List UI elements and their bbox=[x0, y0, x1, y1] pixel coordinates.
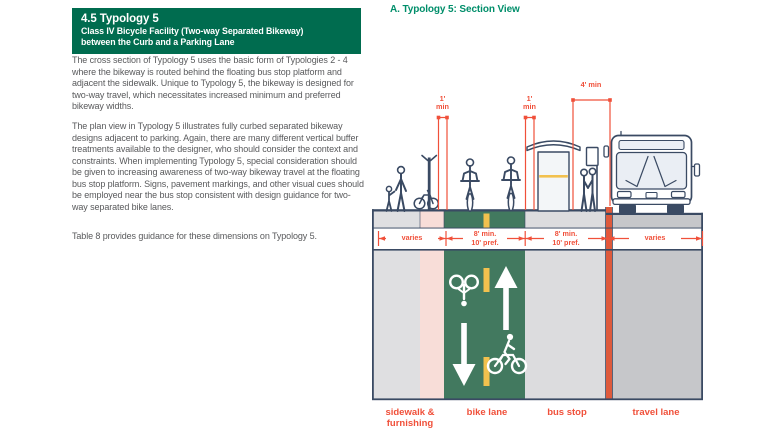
slab-outlines bbox=[372, 209, 703, 401]
width-line1: 8' min. bbox=[554, 228, 578, 238]
pedestrians-icon bbox=[385, 165, 407, 212]
section-subtitle-line1: Class IV Bicycle Facility (Two-way Separ… bbox=[81, 26, 304, 36]
figure-title: A. Typology 5: Section View bbox=[390, 4, 520, 15]
width-line2: 10' pref. bbox=[471, 237, 499, 247]
width-line1: 8' min. bbox=[473, 228, 497, 238]
width-line1: varies bbox=[401, 233, 423, 243]
waiting-passengers-icon bbox=[579, 167, 597, 212]
paragraph-3: Table 8 provides guidance for these dime… bbox=[72, 231, 317, 241]
width-label-bike-lane: 8' min. 10' pref. bbox=[463, 229, 507, 248]
zone-label-bus-stop: bus stop bbox=[547, 407, 587, 418]
zone-label-sidewalk-furnishing: sidewalk & furnishing bbox=[385, 407, 435, 429]
dimension-label-4ft: 4' min bbox=[580, 80, 602, 89]
width-label-bus-stop: 8' min. 10' pref. bbox=[544, 229, 588, 248]
dimension-label-1ft-right: 1' min bbox=[517, 94, 542, 112]
paragraph-1: The cross section of Typology 5 uses the… bbox=[72, 55, 354, 111]
dimension-unit: min bbox=[436, 102, 449, 112]
width-label-sidewalk: varies bbox=[386, 229, 438, 248]
down-arrow-icon bbox=[452, 323, 476, 386]
centerline-dashes bbox=[483, 213, 490, 386]
dimension-unit: min bbox=[523, 102, 536, 112]
width-line1: varies bbox=[644, 233, 666, 243]
cyclist-icon bbox=[460, 158, 480, 213]
two-way-bike-markings bbox=[449, 266, 528, 386]
bike-symbol-front-icon bbox=[449, 274, 480, 307]
bike-repair-station-icon bbox=[413, 154, 440, 211]
curb bbox=[605, 207, 613, 400]
zone-label-bike-lane: bike lane bbox=[466, 407, 508, 418]
section-header: 4.5 Typology 5 Class IV Bicycle Facility… bbox=[72, 8, 361, 54]
bus-shelter-icon bbox=[526, 140, 581, 212]
dimension-value: 1' bbox=[526, 94, 533, 103]
section-title: 4.5 Typology 5 bbox=[81, 13, 159, 25]
zone-label-travel-lane: travel lane bbox=[632, 407, 680, 418]
width-label-travel-lane: varies bbox=[629, 229, 681, 248]
width-line2: 10' pref. bbox=[552, 237, 580, 247]
bus-stop-sign-icon bbox=[585, 146, 599, 211]
paragraph-2: The plan view in Typology 5 illustrates … bbox=[72, 121, 364, 212]
section-subtitle-line2: between the Curb and a Parking Lane bbox=[81, 36, 235, 47]
dimension-arrows bbox=[379, 236, 702, 241]
bus-icon bbox=[603, 130, 701, 214]
up-arrow-icon bbox=[494, 266, 518, 330]
cyclist-icon bbox=[501, 156, 521, 212]
bike-symbol-side-icon bbox=[486, 333, 528, 375]
dimension-value: 1' bbox=[439, 94, 446, 103]
dimension-label-1ft-left: 1' min bbox=[430, 94, 455, 112]
